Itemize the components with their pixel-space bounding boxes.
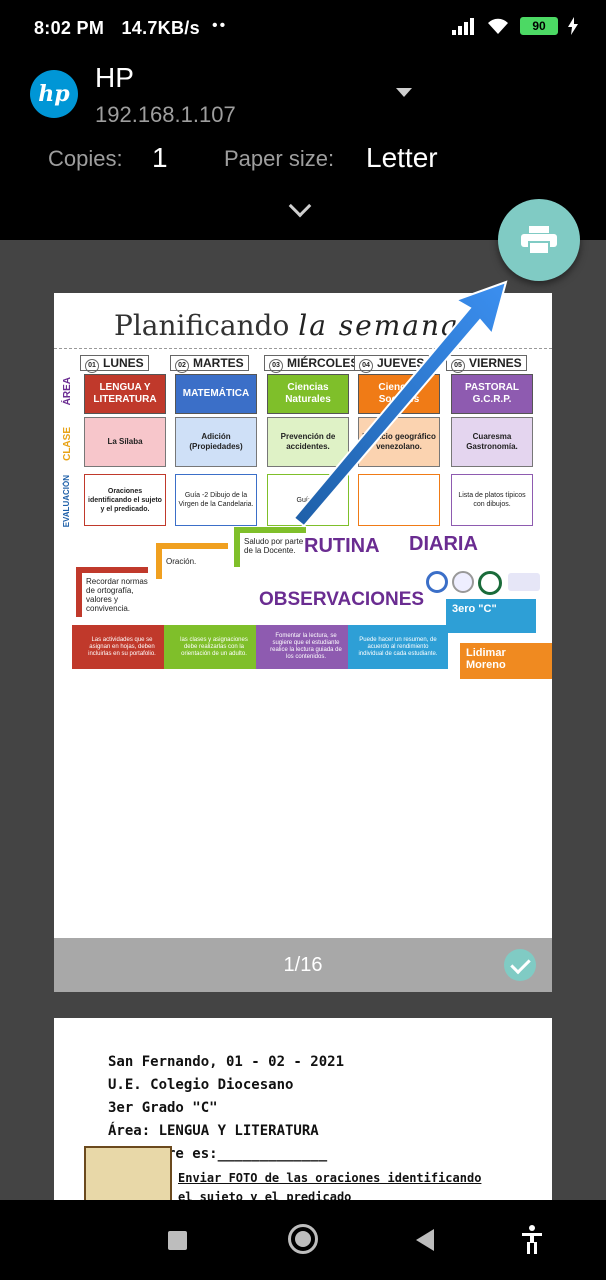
- routine-recordar: Recordar normas de ortografía, valores y…: [86, 577, 148, 613]
- status-right: 90: [452, 17, 578, 35]
- printer-name[interactable]: HP: [95, 62, 134, 93]
- status-dots: ••: [212, 17, 228, 34]
- grade-box: 3ero "C": [446, 599, 536, 633]
- routine-step-bar-2: [156, 543, 162, 579]
- row-label-evaluacion: EVALUACIÓN: [62, 475, 71, 528]
- back-icon[interactable]: [416, 1229, 434, 1251]
- area-ciencias-naturales: Ciencias Naturales: [267, 374, 349, 414]
- routine-step-bar-1: [76, 567, 82, 617]
- printer-ip: 192.168.1.107: [95, 102, 236, 127]
- routine-oracion: Oración.: [166, 557, 197, 566]
- status-bar: 8:02 PM 14.7KB/s •• 90: [0, 0, 606, 58]
- page1-title: Planificando la semana: [114, 309, 460, 342]
- evaluation-clipart-icon: [84, 1146, 172, 1200]
- school-logo-3-icon: [478, 571, 502, 595]
- teacher-box: Lidimar Moreno: [460, 643, 552, 679]
- print-button[interactable]: [498, 199, 580, 281]
- routine-step-bar-2-top: [156, 543, 228, 549]
- eval-viernes: Lista de platos típicos con dibujos.: [451, 474, 533, 526]
- page1-title-a: Planificando: [114, 309, 290, 342]
- wifi-icon: [488, 18, 508, 34]
- area-lengua: LENGUA Y LITERATURA: [84, 374, 166, 414]
- navigation-bar: [0, 1200, 606, 1280]
- area-matematica: MATEMÁTICA: [175, 374, 257, 414]
- signal-icon: [452, 18, 474, 35]
- school-logo-1-icon: [426, 571, 448, 593]
- expand-options-chevron-icon[interactable]: [288, 194, 312, 218]
- observation-step-3: Fomentar la lectura, se sugiere que el e…: [256, 625, 356, 669]
- routine-step-bar-3: [234, 527, 240, 567]
- clase-miercoles: Prevención de accidentes.: [267, 417, 349, 467]
- routine-step-bar-3-top: [234, 527, 306, 533]
- status-network-speed: 14.7KB/s: [121, 18, 200, 38]
- observation-step-4: Puede hacer un resumen, de acuerdo al re…: [348, 625, 448, 669]
- copies-label: Copies:: [48, 146, 123, 171]
- clase-lunes: La Sílaba: [84, 417, 166, 467]
- page2-line-3: 3er Grado "C": [108, 1100, 218, 1116]
- battery-icon: 90: [520, 17, 558, 35]
- diaria-title: DIARIA: [409, 533, 478, 555]
- recent-apps-icon[interactable]: [168, 1231, 187, 1250]
- observaciones-title: OBSERVACIONES: [259, 589, 425, 610]
- school-logo-2-icon: [452, 571, 474, 593]
- page-number-indicator: 1/16: [283, 954, 323, 976]
- area-pastoral: PASTORAL G.C.R.P.: [451, 374, 533, 414]
- row-label-area: ÁREA: [62, 377, 73, 406]
- printer-dropdown-arrow-icon[interactable]: [396, 88, 412, 97]
- home-icon[interactable]: [288, 1224, 318, 1254]
- routine-step-bar-1-top: [76, 567, 148, 573]
- observation-step-2: las clases y asignaciones debe realizarl…: [164, 625, 264, 669]
- eval-jueves: [358, 474, 440, 526]
- clase-martes: Adición (Propiedades): [175, 417, 257, 467]
- page-selected-check-icon[interactable]: [504, 949, 536, 981]
- status-left: 8:02 PM 14.7KB/s: [34, 18, 212, 39]
- row-label-clase: CLASE: [62, 427, 73, 461]
- charging-icon: [568, 17, 578, 35]
- eval-martes: Guía -2 Dibujo de la Virgen de la Candel…: [175, 474, 257, 526]
- page2-instruction-2: el sujeto y el predicado: [178, 1190, 352, 1200]
- page2-instruction-1: Enviar FOTO de las oraciones identifican…: [178, 1171, 482, 1185]
- observation-step-1: Las actividades que se asignan en hojas,…: [72, 625, 172, 669]
- annotation-arrow-icon: [292, 280, 508, 528]
- eval-lunes: Oraciones identificando el sujeto y el p…: [84, 474, 166, 526]
- copies-value[interactable]: 1: [152, 142, 168, 173]
- accessibility-icon[interactable]: [520, 1224, 544, 1254]
- print-options-header: hp HP 192.168.1.107 Copies: 1 Paper size…: [0, 58, 606, 240]
- school-logo-4-icon: [508, 573, 540, 591]
- printer-icon: [521, 226, 557, 254]
- routine-saludo: Saludo por parte de la Docente.: [244, 537, 304, 555]
- paper-size-label: Paper size:: [224, 146, 335, 171]
- page1-title-b: la semana: [298, 309, 460, 342]
- music-notes-decoration: [54, 299, 552, 349]
- page2-line-2: U.E. Colegio Diocesano: [108, 1077, 294, 1093]
- page2-line-1: San Fernando, 01 - 02 - 2021: [108, 1054, 345, 1070]
- preview-page-2[interactable]: San Fernando, 01 - 02 - 2021 U.E. Colegi…: [54, 1018, 552, 1200]
- rutina-title: RUTINA: [304, 535, 380, 557]
- hp-logo-icon: hp: [30, 70, 78, 118]
- page-1-footer: 1/16: [54, 938, 552, 992]
- status-time: 8:02 PM: [34, 18, 105, 38]
- page2-line-4: Área: LENGUA Y LITERATURA: [108, 1123, 319, 1139]
- paper-size-value[interactable]: Letter: [366, 142, 438, 173]
- clase-viernes: Cuaresma Gastronomía.: [451, 417, 533, 467]
